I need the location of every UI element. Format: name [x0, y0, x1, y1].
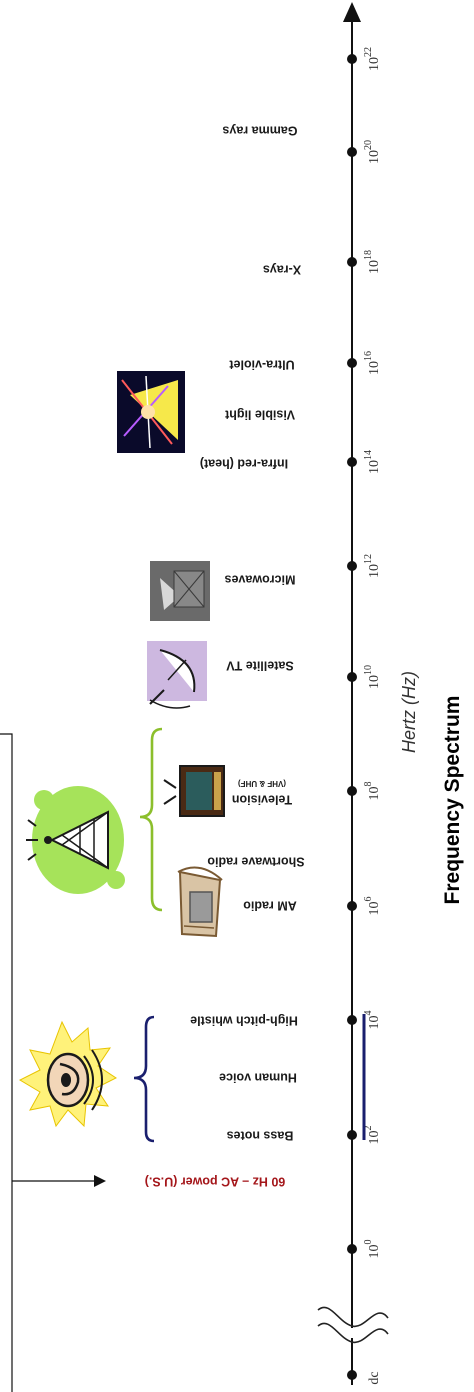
- bass-notes-label: Bass notes: [227, 1129, 294, 1143]
- ear-icon: [18, 1020, 117, 1128]
- tick-dot-1e14: [347, 457, 357, 467]
- tick-label-1e8: 108: [363, 782, 382, 801]
- tick-label-1e10: 1010: [363, 665, 382, 689]
- tick-label-1e2: 102: [363, 1126, 382, 1145]
- microwaves-label: Microwaves: [225, 573, 296, 587]
- tick-dot-dc: [347, 1370, 357, 1380]
- am-radio-icon: [177, 866, 223, 938]
- gamma-rays-label: Gamma rays: [222, 124, 297, 138]
- diagram-title: Frequency Spectrum: [441, 696, 464, 905]
- high-pitch-whistle-label: High-pitch whistle: [190, 1014, 298, 1028]
- tick-dot-1e22: [347, 54, 357, 64]
- microwave-tower-icon: [150, 561, 210, 621]
- television-bands-label: (VHF & UHF): [238, 779, 286, 788]
- television-label: Television: [232, 793, 292, 807]
- tick-label-dc: dc: [367, 1371, 382, 1384]
- axis-unit-label: Hertz (Hz): [399, 671, 419, 753]
- ultra-violet-label: Ultra-violet: [229, 358, 295, 372]
- visible-light-label: Visible light: [224, 408, 295, 422]
- ac-power-pointer: [0, 733, 106, 1392]
- tick-label-1e12: 1012: [363, 554, 382, 578]
- ac-power-label: 60 Hz – AC power (U.S.): [145, 1175, 286, 1189]
- tick-label-1e20: 1020: [363, 140, 382, 164]
- tick-label-1e14: 1014: [363, 450, 382, 474]
- tick-label-1e16: 1016: [363, 351, 382, 375]
- sound-brace: [133, 1015, 155, 1143]
- axis-break-squiggle: [317, 1306, 389, 1344]
- tick-dot-1e8: [347, 786, 357, 796]
- radio-brace: [139, 727, 163, 912]
- tick-dot-1e16: [347, 358, 357, 368]
- am-radio-label: AM radio: [243, 899, 297, 913]
- satellite-dish-icon: [147, 641, 207, 709]
- axis-arrowhead: [343, 2, 361, 22]
- frequency-axis: [317, 2, 389, 1385]
- television-icon: [163, 765, 225, 817]
- tick-dot-1e20: [347, 147, 357, 157]
- tick-label-1e22: 1022: [363, 47, 382, 71]
- tick-labels: dc 100 102 104 106 108 1010 1012 1014 10…: [363, 47, 382, 1385]
- tick-dot-1e12: [347, 561, 357, 571]
- tick-dot-1e2: [347, 1130, 357, 1140]
- tick-dot-1e10: [347, 672, 357, 682]
- tick-label-1e4: 104: [363, 1011, 382, 1030]
- satellite-tv-label: Satellite TV: [226, 659, 294, 673]
- human-voice-label: Human voice: [219, 1071, 297, 1085]
- tick-dot-1e6: [347, 901, 357, 911]
- light-prism-icon: [117, 371, 185, 453]
- band-labels: 60 Hz – AC power (U.S.) Bass notes Human…: [145, 124, 305, 1189]
- tick-dot-1e0: [347, 1244, 357, 1254]
- tick-label-1e6: 106: [363, 897, 382, 916]
- tick-dot-1e4: [347, 1015, 357, 1025]
- radio-tower-icon: [26, 786, 125, 894]
- tick-label-1e18: 1018: [363, 250, 382, 274]
- axis-tick-dots: [347, 54, 357, 1380]
- shortwave-radio-label: Shortwave radio: [207, 855, 305, 869]
- infra-red-label: Infra-red (heat): [200, 457, 288, 471]
- x-rays-label: X-rays: [263, 263, 301, 277]
- tick-dot-1e18: [347, 257, 357, 267]
- tick-label-1e0: 100: [363, 1240, 382, 1259]
